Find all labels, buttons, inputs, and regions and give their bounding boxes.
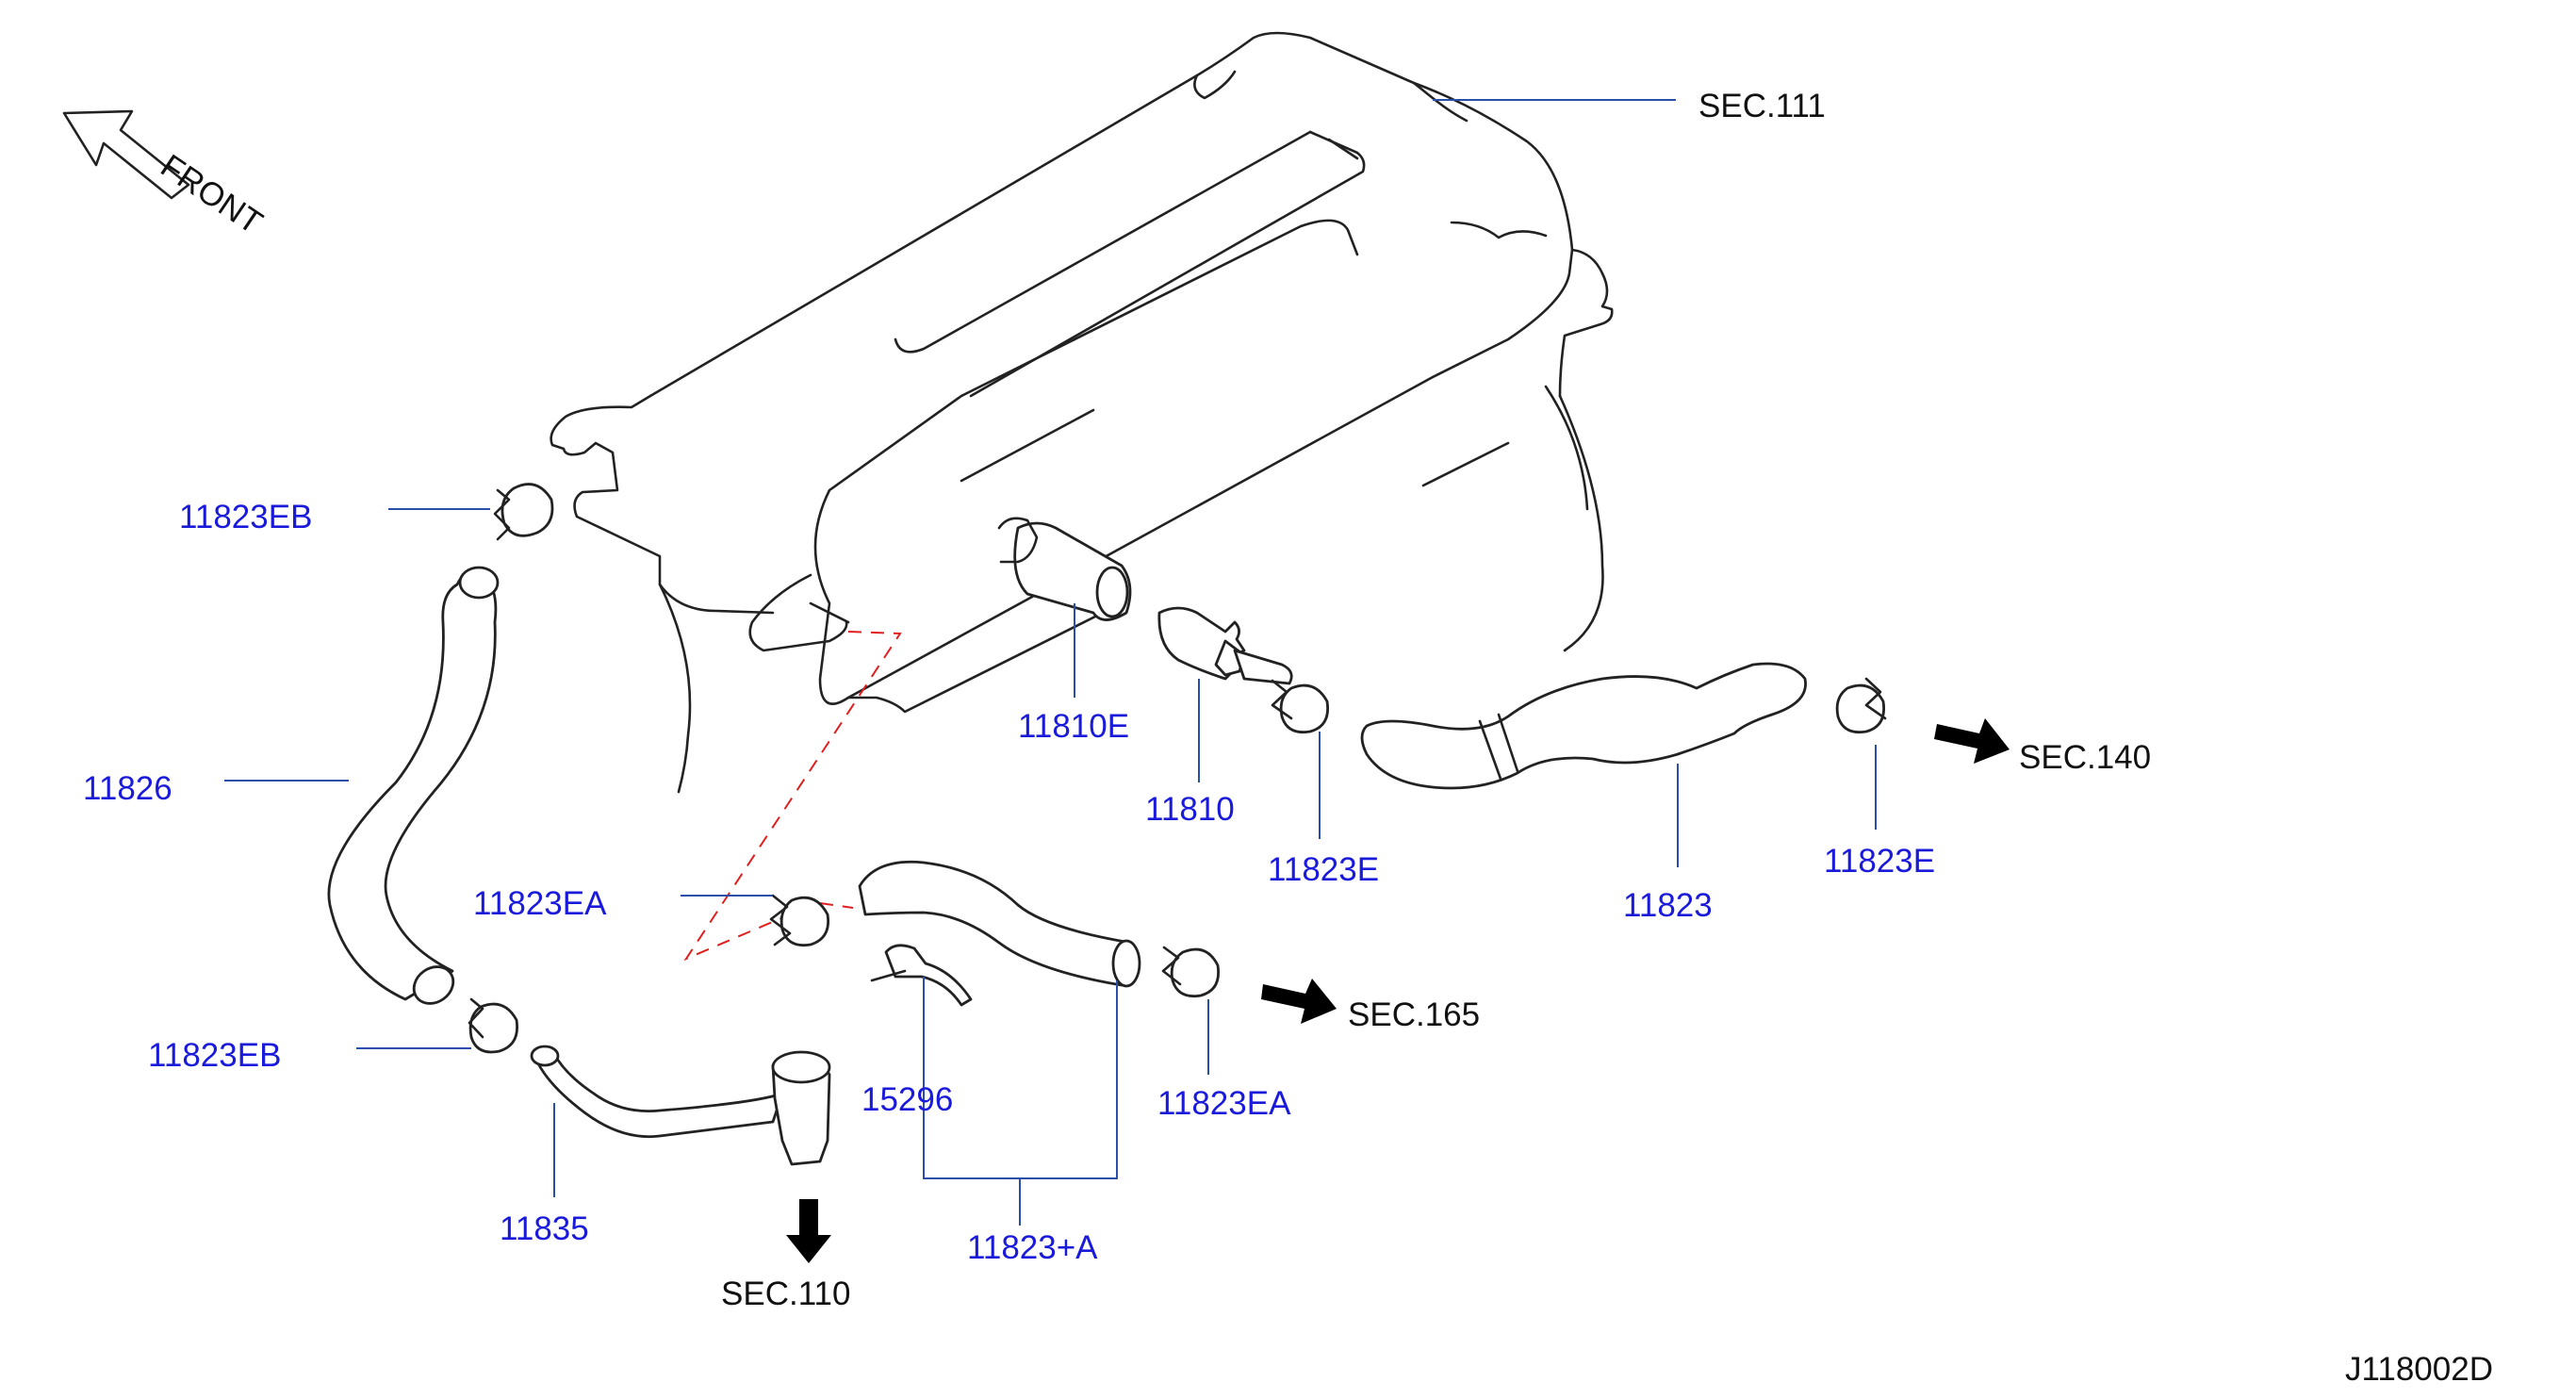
dashed-connection-lines	[683, 631, 902, 962]
label-sec140: SEC.140	[2019, 739, 2151, 776]
clamp-11823ea-left	[769, 894, 829, 947]
label-11826: 11826	[83, 770, 172, 807]
label-11823: 11823	[1623, 887, 1713, 924]
clamp-11823e-mid	[1271, 679, 1329, 734]
label-15296: 15296	[861, 1081, 953, 1118]
front-arrow-icon	[62, 109, 190, 200]
clamp-11823eb-top	[493, 483, 554, 541]
label-sec111: SEC.111	[1698, 88, 1826, 124]
front-label: FRONT	[155, 147, 270, 241]
clamp-11823e-right	[1835, 677, 1887, 734]
arrow-sec110-icon	[786, 1199, 831, 1263]
arrow-sec140-icon	[1934, 718, 2010, 764]
label-11835: 11835	[500, 1210, 589, 1247]
label-sec165: SEC.165	[1348, 996, 1480, 1033]
hose-11823	[1360, 662, 1807, 790]
grommet-11810e	[997, 517, 1132, 621]
label-11823eb-bottom: 11823EB	[148, 1037, 281, 1074]
clamp-11823eb-bottom	[468, 997, 518, 1054]
label-sec110: SEC.110	[721, 1276, 851, 1312]
label-11823e-mid: 11823E	[1268, 851, 1379, 888]
label-11810: 11810	[1145, 791, 1235, 828]
leader-lines	[224, 99, 1877, 1226]
pcv-valve-11810	[1157, 606, 1293, 685]
clamp-11823ea-right	[1161, 946, 1220, 998]
label-11823ea-left: 11823EA	[473, 885, 607, 922]
arrow-sec165-icon	[1261, 979, 1337, 1024]
connector-15296	[870, 944, 973, 1007]
label-11823a: 11823+A	[967, 1229, 1098, 1266]
label-11810e: 11810E	[1018, 708, 1129, 745]
figure-code: J118002D	[2345, 1351, 2493, 1388]
engine-head-outline	[550, 31, 1614, 794]
hose-11823a	[858, 860, 1141, 988]
label-11823e-right: 11823E	[1824, 843, 1935, 880]
label-11823eb-top: 11823EB	[179, 499, 312, 535]
hose-11826	[327, 566, 500, 1005]
hose-11835	[530, 1045, 831, 1166]
label-11823ea-right: 11823EA	[1157, 1085, 1291, 1122]
